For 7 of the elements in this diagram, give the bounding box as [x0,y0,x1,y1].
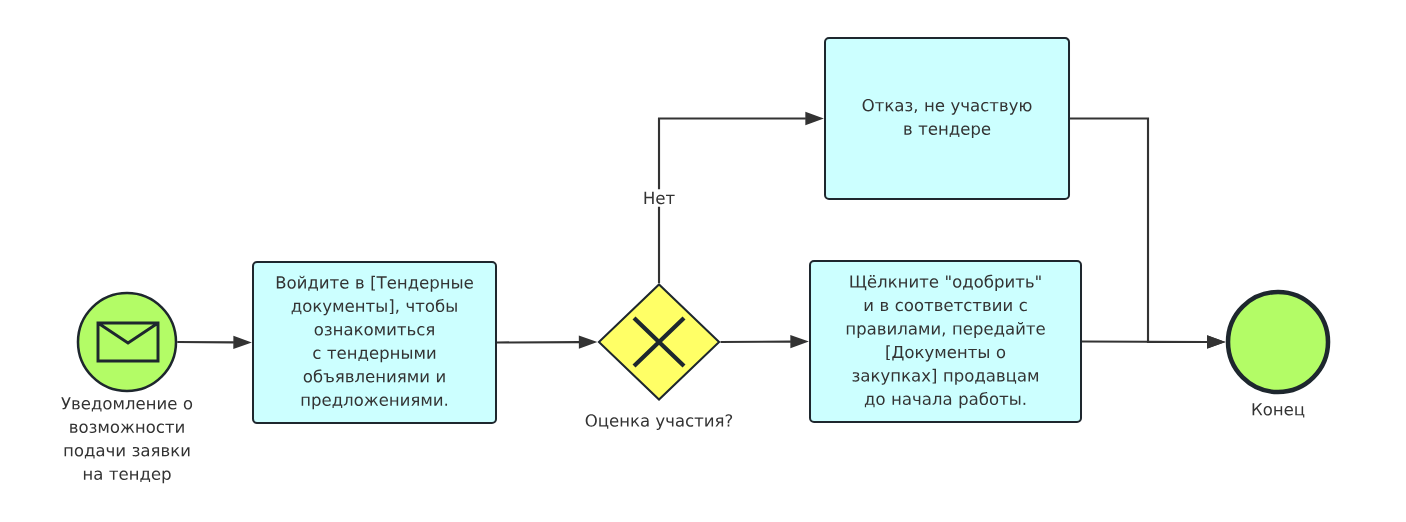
gateway-label: Оценка участия? [585,414,733,430]
event-label: Уведомление о возможности подачи заявки на тендер [61,397,193,484]
task-box: Щёлкните "одобрить" и в соответствии с правилами, передайте [Документы о закупках] продавцам до начала работы. [809,260,1082,423]
task-box: Отказ, не участвую в тендере [824,37,1070,200]
event-label: Конец [1252,403,1305,418]
edge-label: Нет [640,189,678,207]
task-box: Войдите в [Тендерные документы], чтобы ознакомиться с тендерными объявлениями и предложениями. [252,261,497,424]
